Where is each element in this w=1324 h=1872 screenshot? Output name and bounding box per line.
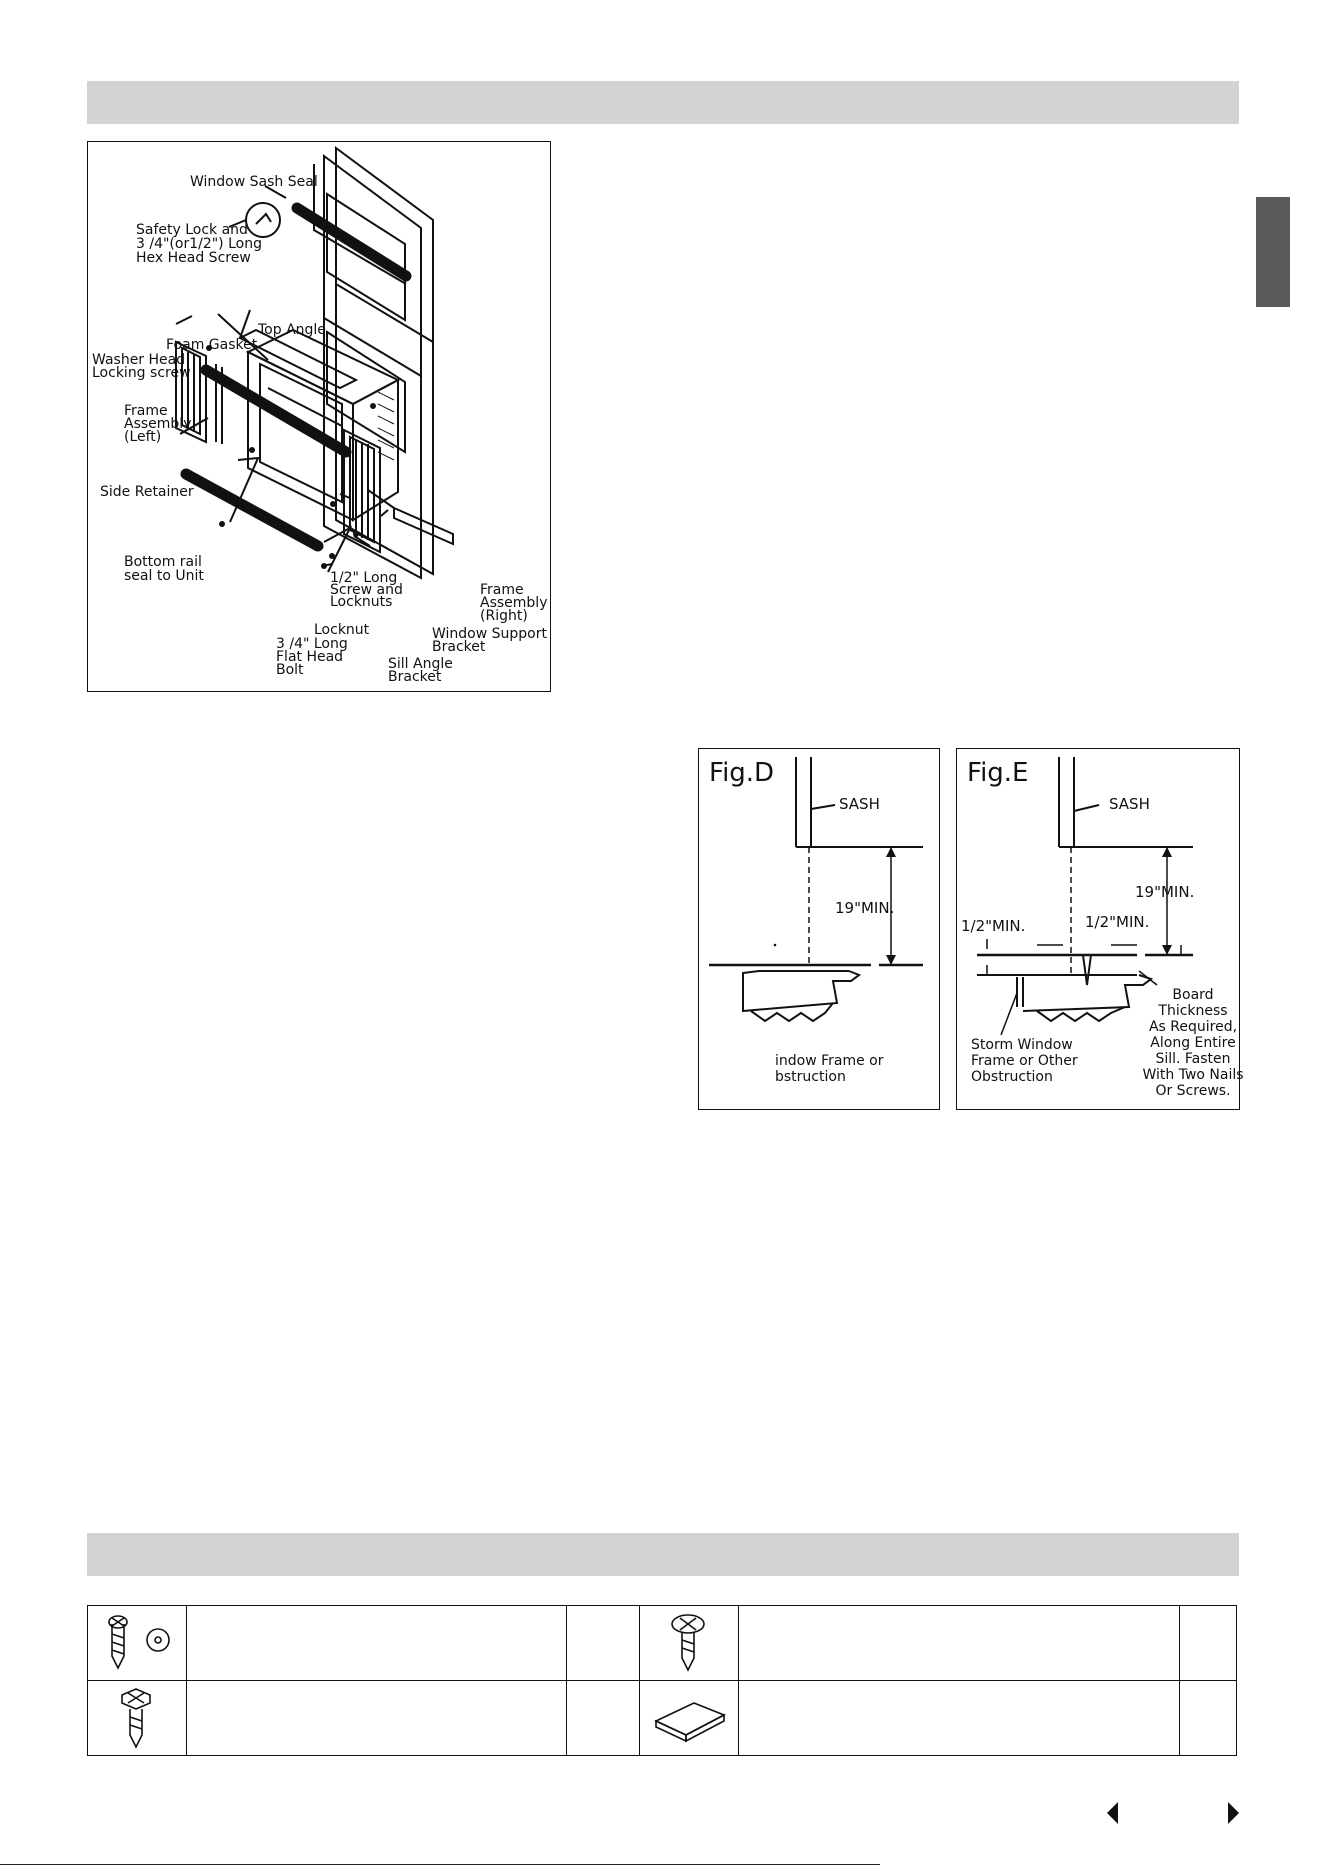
label-sill-angle-2: Bracket [388,669,442,685]
fig-e-board-6: With Two Nails [1142,1067,1243,1083]
label-screw-locknut-1: 1/2" Long [330,570,397,586]
label-window-sash-seal: Window Sash Seal [190,174,318,190]
fig-e-board-5: Sill. Fasten [1155,1051,1230,1067]
triangle-right-icon[interactable] [1228,1802,1239,1824]
fig-e-storm-3: Obstruction [971,1069,1053,1085]
washer-head-screw-icon [108,1615,170,1670]
triangle-left-icon[interactable] [1107,1802,1118,1824]
label-washer-head-1: Washer Head [92,352,185,368]
label-safety-lock-2: 3 /4"(or1/2") Long [136,236,262,252]
accessory-qty-cell [1179,1605,1237,1681]
label-top-angle: Top Angle [257,322,326,338]
accessory-qty-cell [565,1680,640,1756]
accessory-name-cell [186,1680,567,1756]
label-bottom-rail-1: Bottom rail [124,554,202,570]
fig-e-board-7: Or Screws. [1155,1083,1230,1099]
side-tab-marker [1256,197,1290,307]
label-frame-left-3: (Left) [124,429,161,445]
fig-e-board-3: As Required, [1149,1019,1237,1035]
label-frame-right-1: Frame [480,582,524,598]
figure-e: Fig.E SASH 19"MIN. 1/2"MIN. 1/2"MIN. Sto… [956,748,1244,1110]
accessory-qty-cell [1179,1680,1237,1756]
fig-d-obstruction-1: indow Frame or [775,1053,884,1069]
fig-e-sash-label: SASH [1109,795,1150,813]
label-frame-left-1: Frame [124,403,168,419]
label-frame-right-2: Assembly [480,595,547,611]
accessories-table [87,1605,1237,1756]
table-row [87,1605,1237,1681]
label-bottom-rail-2: seal to Unit [124,568,204,584]
fig-e-board-4: Along Entire [1150,1035,1235,1051]
label-sill-angle-1: Sill Angle [388,656,453,672]
fig-e-storm-2: Frame or Other [971,1053,1078,1069]
figure-e-drawing: Fig.E SASH 19"MIN. 1/2"MIN. 1/2"MIN. Sto… [961,757,1244,1099]
installation-figure: Window Sash Seal Safety Lock and 3 /4"(o… [87,141,551,692]
accessory-icon-cell [638,1605,739,1681]
section-header-bar-accessories [87,1533,1239,1576]
figure-d-drawing: Fig.D SASH 19"MIN. indow Frame or bstruc… [709,757,923,1085]
table-row [87,1680,1237,1756]
figure-d: Fig.D SASH 19"MIN. indow Frame or bstruc… [698,748,940,1110]
label-safety-lock-3: Hex Head Screw [136,250,251,266]
fig-e-min-half-left-label: 1/2"MIN. [961,917,1025,935]
accessory-qty-cell [565,1605,640,1681]
label-washer-head-2: Locking screw [92,365,191,381]
label-locknut: Locknut [314,622,370,638]
label-window-support-2: Bracket [432,639,486,655]
fig-d-obstruction-2: bstruction [775,1069,846,1085]
label-frame-left-2: Assembly [124,416,191,432]
label-window-support-1: Window Support [432,626,548,642]
label-foam-gasket: Foam Gasket [166,337,258,353]
fig-d-min-label: 19"MIN. [835,899,894,917]
accessory-icon-cell [87,1680,187,1756]
label-screw-locknut-3: Locknuts [330,594,392,610]
label-flat-bolt-1: 3 /4" Long [276,636,348,652]
label-screw-locknut-2: Screw and [330,582,403,598]
label-safety-lock-1: Safety Lock and [136,222,248,238]
fig-d-title: Fig.D [709,758,774,788]
accessory-name-cell [737,1605,1181,1681]
hex-head-screw-icon [670,1614,705,1672]
fig-e-storm-1: Storm Window [971,1037,1073,1053]
accessory-icon-cell [638,1680,739,1756]
accessory-name-cell [737,1680,1181,1756]
label-frame-right-3: (Right) [480,608,528,624]
fig-e-board-1: Board [1172,987,1213,1003]
large-hex-screw-icon [121,1688,151,1749]
fig-e-min-half-right-label: 1/2"MIN. [1085,913,1149,931]
section-header-bar-top [87,81,1239,124]
label-side-retainer: Side Retainer [100,484,194,500]
fig-e-min-19-label: 19"MIN. [1135,883,1194,901]
bottom-divider [0,1864,880,1865]
fig-d-sash-label: SASH [839,795,880,813]
label-flat-bolt-3: Bolt [276,662,304,678]
fig-e-board-2: Thickness [1157,1003,1227,1019]
installation-drawing: Window Sash Seal Safety Lock and 3 /4"(o… [92,146,548,685]
foam-block-icon [653,1702,726,1743]
accessory-icon-cell [87,1605,187,1681]
fig-e-title: Fig.E [967,758,1028,788]
accessory-name-cell [186,1605,567,1681]
label-flat-bolt-2: Flat Head [276,649,343,665]
